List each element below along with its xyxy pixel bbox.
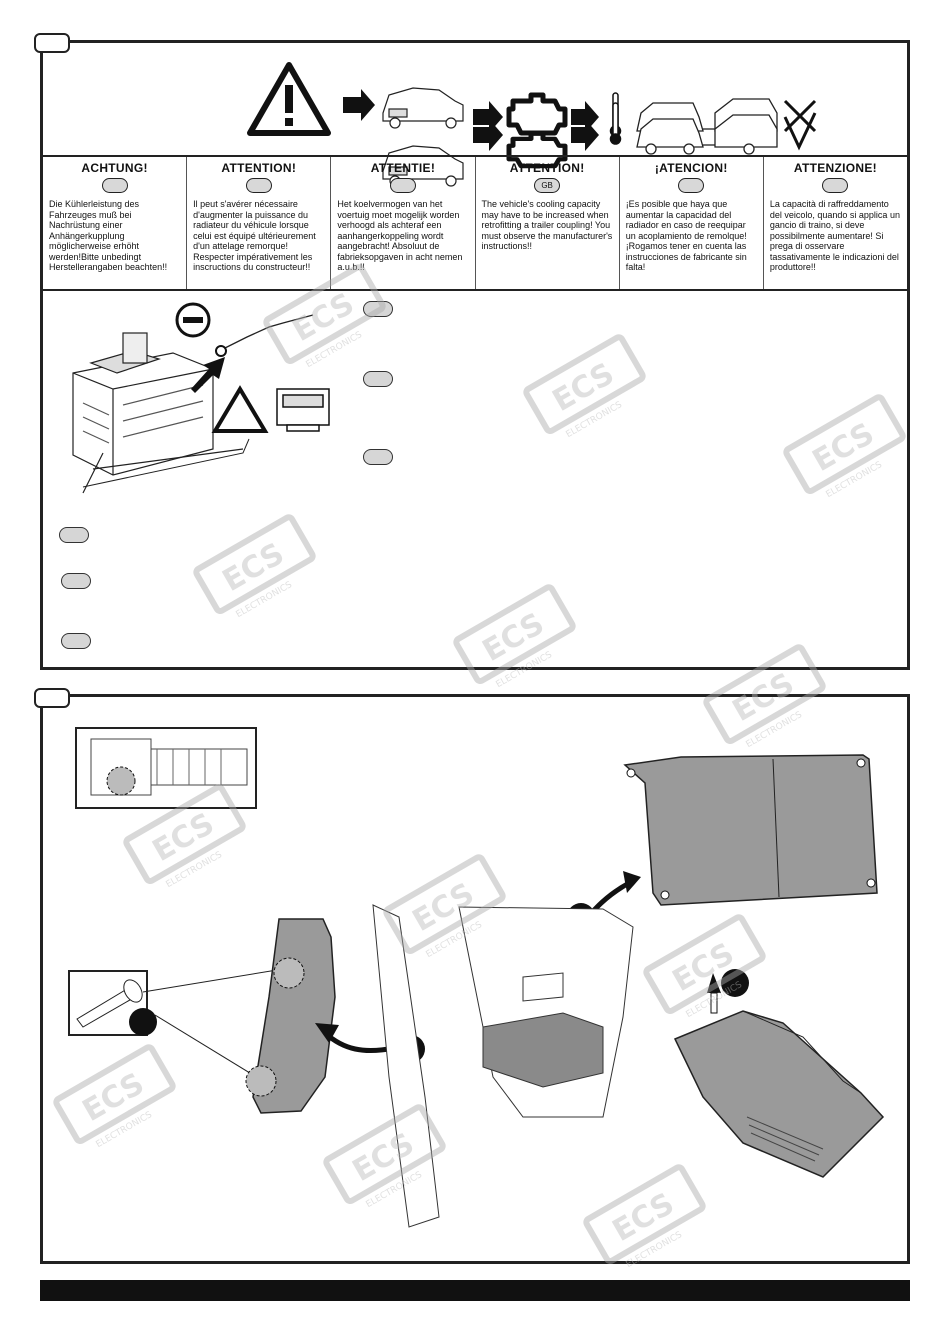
ecs-watermark-logo: ECS ELECTRONICS <box>383 854 506 960</box>
language-flag <box>678 178 705 193</box>
warning-column-gb: ATTENTION! GB The vehicle's cooling capa… <box>476 157 620 289</box>
battery-disconnect-illustration <box>72 302 330 494</box>
ecs-watermark-logo: ECS ELECTRONICS <box>583 1164 706 1270</box>
language-flag: GB <box>534 178 561 193</box>
radio-icon <box>276 388 330 432</box>
language-flag <box>389 178 416 193</box>
language-flag <box>101 178 128 193</box>
warning-heading: ATTENTION! <box>509 161 585 175</box>
hand-icon <box>222 314 314 350</box>
warning-text: ¡Es posible que haya que aumentar la cap… <box>625 199 747 272</box>
warning-text: Het koelvermogen van het voertuig moet m… <box>337 199 463 272</box>
section-tab <box>34 33 70 53</box>
section-tab <box>34 688 70 708</box>
perforated-cover-panel <box>623 754 878 906</box>
vehicle-locator-inset <box>75 727 257 809</box>
warning-illustration-row2 <box>473 102 817 169</box>
engine-icon <box>506 92 568 136</box>
battery-icon <box>72 332 244 494</box>
ecs-watermark-logo: ECS ELECTRONICS <box>263 264 386 370</box>
arrow-right-icon <box>343 89 375 121</box>
warning-text: The vehicle's cooling capacity may have … <box>481 199 613 251</box>
screw-icon <box>68 970 157 1036</box>
arrow-up-icon <box>191 357 225 393</box>
warning-column-fr: ATTENTION! Il peut s'avérer nécessaire d… <box>187 157 332 289</box>
step-marker <box>61 573 91 589</box>
panel-cooling-warning: ACHTUNG! Die Kühlerleistung des Fahrzeug… <box>40 40 910 670</box>
storage-box-part <box>673 969 885 1178</box>
warning-heading: ATTENTIE! <box>370 161 436 175</box>
car-icon <box>382 87 464 187</box>
check-icon <box>783 112 817 151</box>
ecs-watermark-logo: ECS ELECTRONICS <box>193 514 316 620</box>
ecs-watermark-logo: ECS ELECTRONICS <box>53 1044 176 1150</box>
sill-cover-panel <box>252 918 336 1114</box>
warning-text: Il peut s'avérer nécessaire d'augmenter … <box>193 199 316 272</box>
warning-column-de: ACHTUNG! Die Kühlerleistung des Fahrzeug… <box>43 157 188 289</box>
step-marker <box>59 527 89 543</box>
warning-column-nl: ATTENTIE! Het koelvermogen van het voert… <box>331 157 476 289</box>
ecs-watermark-logo: ECS ELECTRONICS <box>123 784 246 890</box>
warning-triangle-icon <box>247 62 331 136</box>
step-marker <box>363 371 393 387</box>
warning-heading: ATTENZIONE! <box>793 161 877 175</box>
ecs-watermark-logo: ECS ELECTRONICS <box>643 914 766 1020</box>
warning-column-it: ATTENZIONE! La capacità di raffreddament… <box>764 157 907 289</box>
panel-step-door-sill <box>40 694 910 1264</box>
ecs-watermark-logo: ECS ELECTRONICS <box>323 1104 446 1210</box>
warning-heading: ACHTUNG! <box>81 161 148 175</box>
engine-icon <box>506 131 568 169</box>
warning-heading: ¡ATENCION! <box>654 161 728 175</box>
ecs-watermark-logo: ECS ELECTRONICS <box>523 334 646 440</box>
ecs-watermark-logo: ECS ELECTRONICS <box>703 644 826 750</box>
warning-column-es: ¡ATENCION! ¡Es posible que haya que aume… <box>620 157 764 289</box>
language-flag <box>822 178 849 193</box>
step-marker <box>61 633 91 649</box>
minus-terminal-icon <box>175 302 211 338</box>
language-flag <box>245 178 272 193</box>
footer-bar <box>40 1280 910 1301</box>
warning-text: Die Kühlerleistung des Fahrzeuges muß be… <box>49 199 168 272</box>
door-sill-removal-illustration <box>68 754 885 1228</box>
ecs-watermark-logo: ECS ELECTRONICS <box>453 584 576 690</box>
step-marker <box>363 301 393 317</box>
warning-text: La capacità di raffreddamento del veicol… <box>769 199 900 272</box>
warning-text-row: ACHTUNG! Die Kühlerleistung des Fahrzeug… <box>43 155 907 291</box>
warning-heading: ATTENTION! <box>221 161 297 175</box>
warning-triangle-icon <box>211 385 269 433</box>
step-marker <box>363 449 393 465</box>
ecs-watermark-logo: ECS ELECTRONICS <box>783 394 906 500</box>
